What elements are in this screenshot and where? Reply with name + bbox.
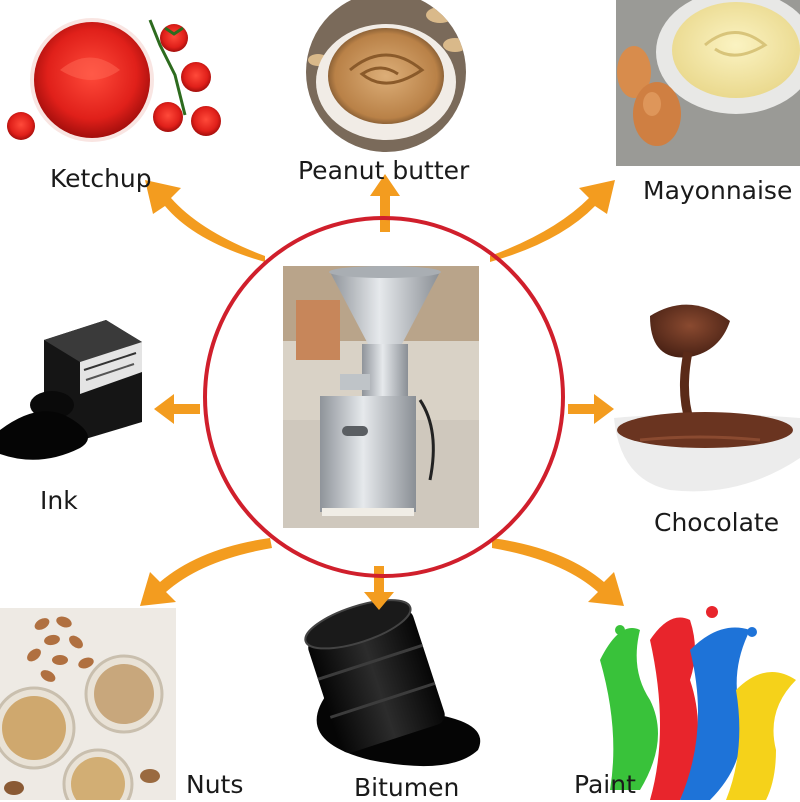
label-mayonnaise: Mayonnaise	[643, 176, 793, 205]
arrow-paint	[492, 538, 624, 606]
ink-image	[0, 316, 142, 476]
label-chocolate: Chocolate	[654, 508, 780, 537]
arrow-chocolate	[568, 394, 614, 424]
arrow-ketchup	[145, 180, 265, 262]
label-ink: Ink	[40, 486, 78, 515]
label-peanut-butter: Peanut butter	[298, 156, 470, 185]
chocolate-image	[614, 304, 800, 492]
mayonnaise-image	[616, 0, 800, 166]
arrow-mayonnaise	[490, 180, 615, 262]
arrows	[140, 174, 624, 610]
arrow-peanut-butter	[370, 174, 400, 232]
paint-image	[600, 606, 796, 800]
arrow-nuts	[140, 538, 272, 606]
label-paint: Paint	[574, 770, 636, 799]
label-nuts: Nuts	[186, 770, 244, 799]
label-bitumen: Bitumen	[354, 773, 460, 802]
label-ketchup: Ketchup	[50, 164, 152, 193]
arrow-bitumen	[364, 566, 394, 610]
arrow-ink	[154, 394, 200, 424]
nuts-image	[0, 608, 176, 800]
colloid-mill-image	[283, 266, 479, 528]
peanut-butter-image	[306, 0, 466, 152]
bitumen-image	[304, 599, 481, 767]
ketchup-image	[7, 18, 221, 142]
center-circle	[203, 216, 565, 578]
